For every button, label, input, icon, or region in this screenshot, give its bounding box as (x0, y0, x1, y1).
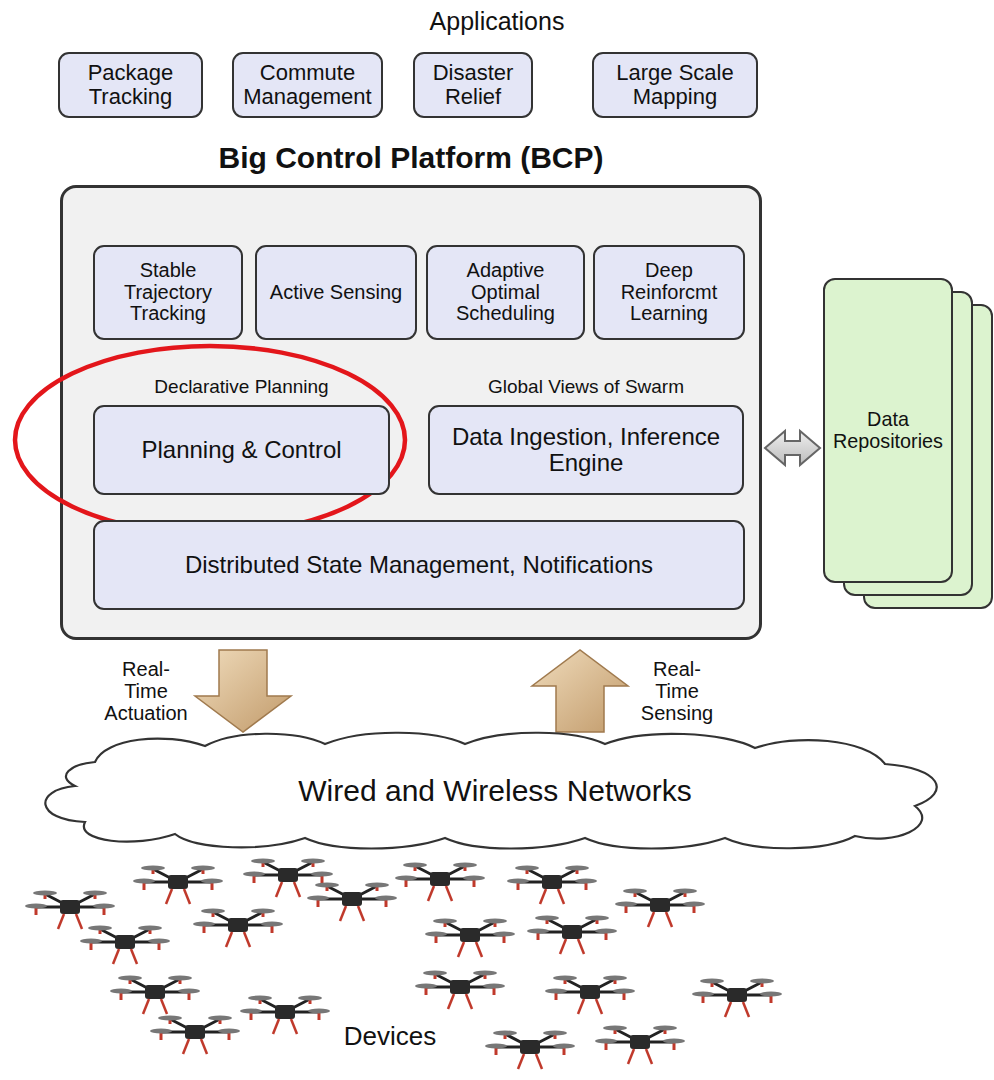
heading-text: Big Control Platform (BCP) (60, 141, 762, 175)
frame: Adaptive Optimal Scheduling (426, 245, 585, 340)
devices-label: Devices (335, 1022, 445, 1051)
service-box: Deep Reinforcmt Learning (593, 245, 745, 340)
platform-box: Big Control Platform (BCP) Stable Traject… (60, 135, 762, 640)
data-repository-stack: Data Repositories (823, 278, 994, 609)
box-text: Disaster Relief (423, 61, 523, 109)
frame: Wired and Wireless Networks (35, 730, 955, 852)
arrow-label: Real-Time Sensing (634, 658, 720, 724)
frame: Planning & Control (93, 405, 390, 495)
frame: Stable Trajectory Tracking (93, 245, 243, 340)
frame: Commute Management (232, 52, 383, 118)
application-box: Disaster Relief (413, 52, 533, 118)
frame: Large Scale Mapping (592, 52, 758, 118)
box-text: Deep Reinforcmt Learning (603, 260, 735, 325)
frame: Data Repositories (823, 278, 953, 583)
application-box: Package Tracking (58, 52, 203, 118)
application-box: Large Scale Mapping (592, 52, 758, 118)
diagram-title: Applications (0, 8, 994, 36)
flow-arrow (532, 650, 628, 732)
network-cloud: Wired and Wireless Networks (35, 730, 955, 852)
arrow-label: Real-Time Actuation (103, 658, 189, 724)
service-box: Adaptive Optimal Scheduling (426, 245, 585, 340)
box-text: Stable Trajectory Tracking (103, 260, 233, 325)
box-text: Active Sensing (270, 282, 402, 304)
frame: Disaster Relief (413, 52, 533, 118)
service-box: Active Sensing (255, 245, 417, 340)
box-text: Adaptive Optimal Scheduling (436, 260, 575, 325)
service-box: Stable Trajectory Tracking (93, 245, 243, 340)
box-text: Planning & Control (141, 437, 341, 463)
frame: Package Tracking (58, 52, 203, 118)
box-text: Distributed State Management, Notificati… (185, 552, 653, 578)
heading-text: Declarative Planning (93, 376, 390, 398)
box-text: Wired and Wireless Networks (298, 775, 691, 807)
module-box: Declarative PlanningPlanning & Control (93, 372, 390, 495)
box-text: Commute Management (242, 61, 373, 109)
module-box: Distributed State Management, Notificati… (93, 520, 745, 610)
heading-text: Global Views of Swarm (428, 376, 744, 398)
box-text: Data Repositories (833, 409, 943, 452)
frame: Distributed State Management, Notificati… (93, 520, 745, 610)
frame: Deep Reinforcmt Learning (593, 245, 745, 340)
box-text: Data Ingestion, Inference Engine (438, 424, 734, 476)
data-exchange-arrow (765, 431, 820, 465)
flow-arrow (195, 650, 291, 732)
box-text: Large Scale Mapping (602, 61, 748, 109)
drone-swarm (25, 859, 782, 1070)
box-text: Package Tracking (68, 61, 193, 109)
application-box: Commute Management (232, 52, 383, 118)
frame: Data Ingestion, Inference Engine (428, 405, 744, 495)
module-box: Global Views of SwarmData Ingestion, Inf… (428, 372, 744, 495)
frame: Active Sensing (255, 245, 417, 340)
